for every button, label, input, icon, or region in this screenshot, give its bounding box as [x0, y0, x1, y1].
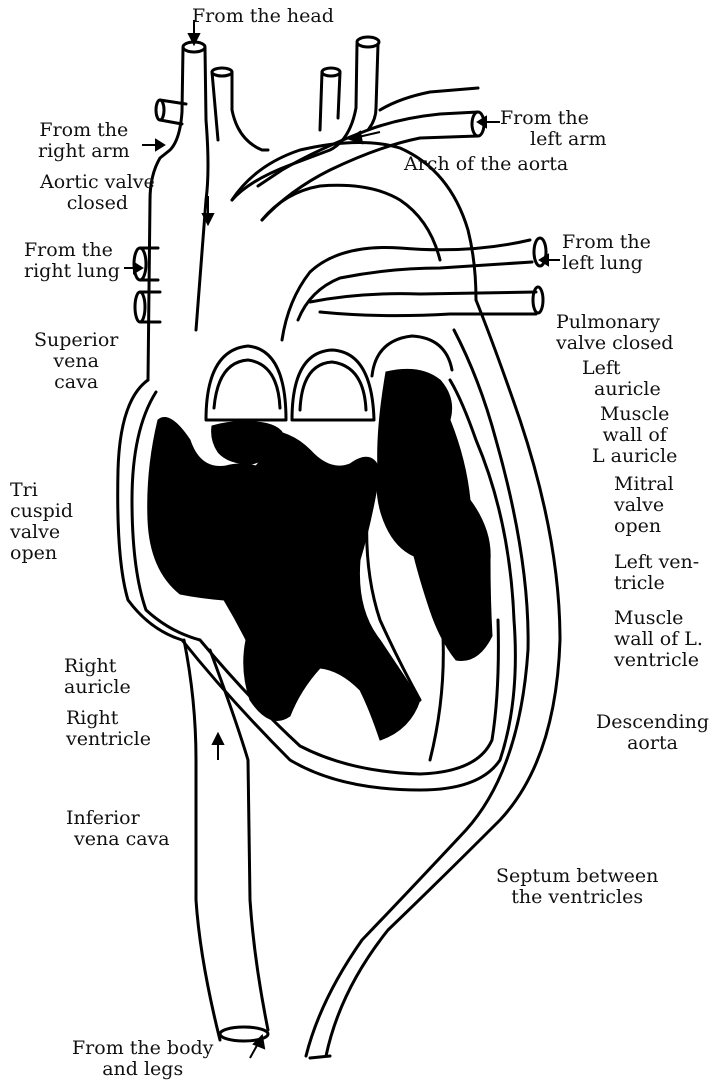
label-from-right-lung: From the right lung [24, 240, 120, 282]
label-from-left-arm: From the left arm [500, 108, 606, 150]
label-right-auricle: Right auricle [64, 656, 131, 698]
label-septum: Septum between the ventricles [496, 866, 658, 908]
label-pulmonary-valve: Pulmonary valve closed [556, 312, 673, 354]
label-from-left-lung: From the left lung [562, 232, 651, 274]
label-superior-vena-cava: Superior vena cava [34, 330, 118, 393]
label-from-head: From the head [192, 6, 334, 27]
label-from-right-arm: From the right arm [38, 120, 130, 162]
superior-vena-cava [148, 48, 183, 380]
label-muscle-wall-l-auricle: Muscle wall of L auricle [592, 404, 677, 467]
label-left-ventricle: Left ven- tricle [614, 552, 699, 594]
label-left-auricle: Left auricle [582, 358, 661, 400]
label-from-body-legs: From the body and legs [72, 1038, 213, 1080]
label-right-ventricle: Right ventricle [66, 708, 151, 750]
inferior-vena-cava [184, 640, 220, 1040]
left-chamber-black [377, 369, 492, 660]
label-tricuspid-valve: Tri cuspid valve open [10, 480, 73, 564]
label-arch-aorta: Arch of the aorta [404, 154, 568, 175]
label-aortic-valve: Aortic valve closed [40, 172, 155, 214]
label-muscle-wall-l-ventricle: Muscle wall of L. ventricle [614, 608, 703, 671]
label-inferior-vena-cava: Inferior vena cava [66, 808, 170, 850]
label-descending-aorta: Descending aorta [596, 712, 709, 754]
label-mitral-valve: Mitral valve open [614, 474, 674, 537]
small-vessel-right [320, 72, 340, 130]
small-vessel-left [212, 72, 268, 150]
